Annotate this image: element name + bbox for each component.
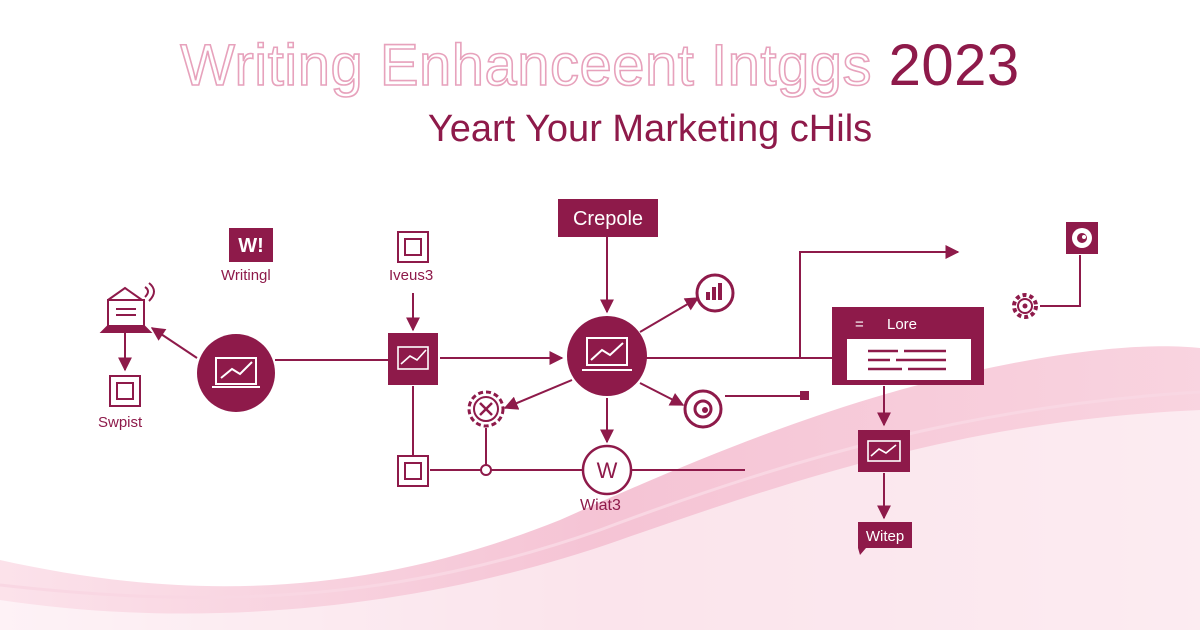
settings-square-icon — [1066, 222, 1098, 254]
lore-panel: = Lore — [832, 307, 984, 385]
page-title-year: 2023 — [888, 33, 1020, 98]
left-analytics-circle — [197, 334, 275, 412]
center-analytics-circle — [567, 316, 647, 396]
c-circle-icon — [683, 389, 723, 429]
wiat-label: Wiat3 — [580, 497, 621, 514]
witep-tag: Witep — [858, 522, 912, 555]
writing-label: Writingl — [221, 267, 271, 284]
lore-label: Lore — [887, 316, 917, 333]
line-gear-to-icon — [1040, 255, 1081, 307]
arrow-to-board — [150, 327, 198, 359]
witep-label: Witep — [866, 528, 904, 545]
middle-chart-square — [388, 333, 438, 385]
crepole-box: Crepole — [558, 199, 658, 237]
iveus-label: Iveus3 — [389, 267, 434, 284]
swpist-square-icon — [109, 375, 141, 407]
w-logo-tile: W! — [229, 228, 273, 262]
lore-glyph: = — [855, 316, 864, 333]
page-title-main: Writing Enhanceent Intggs — [179, 32, 873, 99]
gear-x-icon — [467, 390, 505, 428]
swpist-label: Swpist — [98, 414, 143, 431]
bottom-square-icon — [397, 455, 429, 487]
arrow-to-c-circle — [639, 382, 685, 406]
page-subtitle: Yeart Your Marketing cHils — [427, 108, 873, 150]
w-logo-glyph: W! — [238, 235, 264, 257]
w-circle-icon: W — [581, 444, 633, 496]
arrow-to-gear — [503, 379, 573, 410]
iveus-square-icon — [397, 231, 429, 263]
right-chart-box — [858, 430, 910, 472]
c-line-end-square — [800, 391, 809, 400]
crepole-label: Crepole — [573, 208, 643, 230]
arrow-top-right — [799, 245, 960, 358]
junction-dot — [480, 464, 492, 476]
gear-icon — [1012, 293, 1038, 319]
page-title: Writing Enhanceent Intggs 2023 — [60, 32, 1140, 99]
bar-chart-circle-icon — [695, 273, 735, 313]
w-circle-glyph: W — [597, 458, 618, 483]
arrow-to-chart — [639, 297, 700, 333]
presentation-board-icon — [99, 282, 155, 333]
